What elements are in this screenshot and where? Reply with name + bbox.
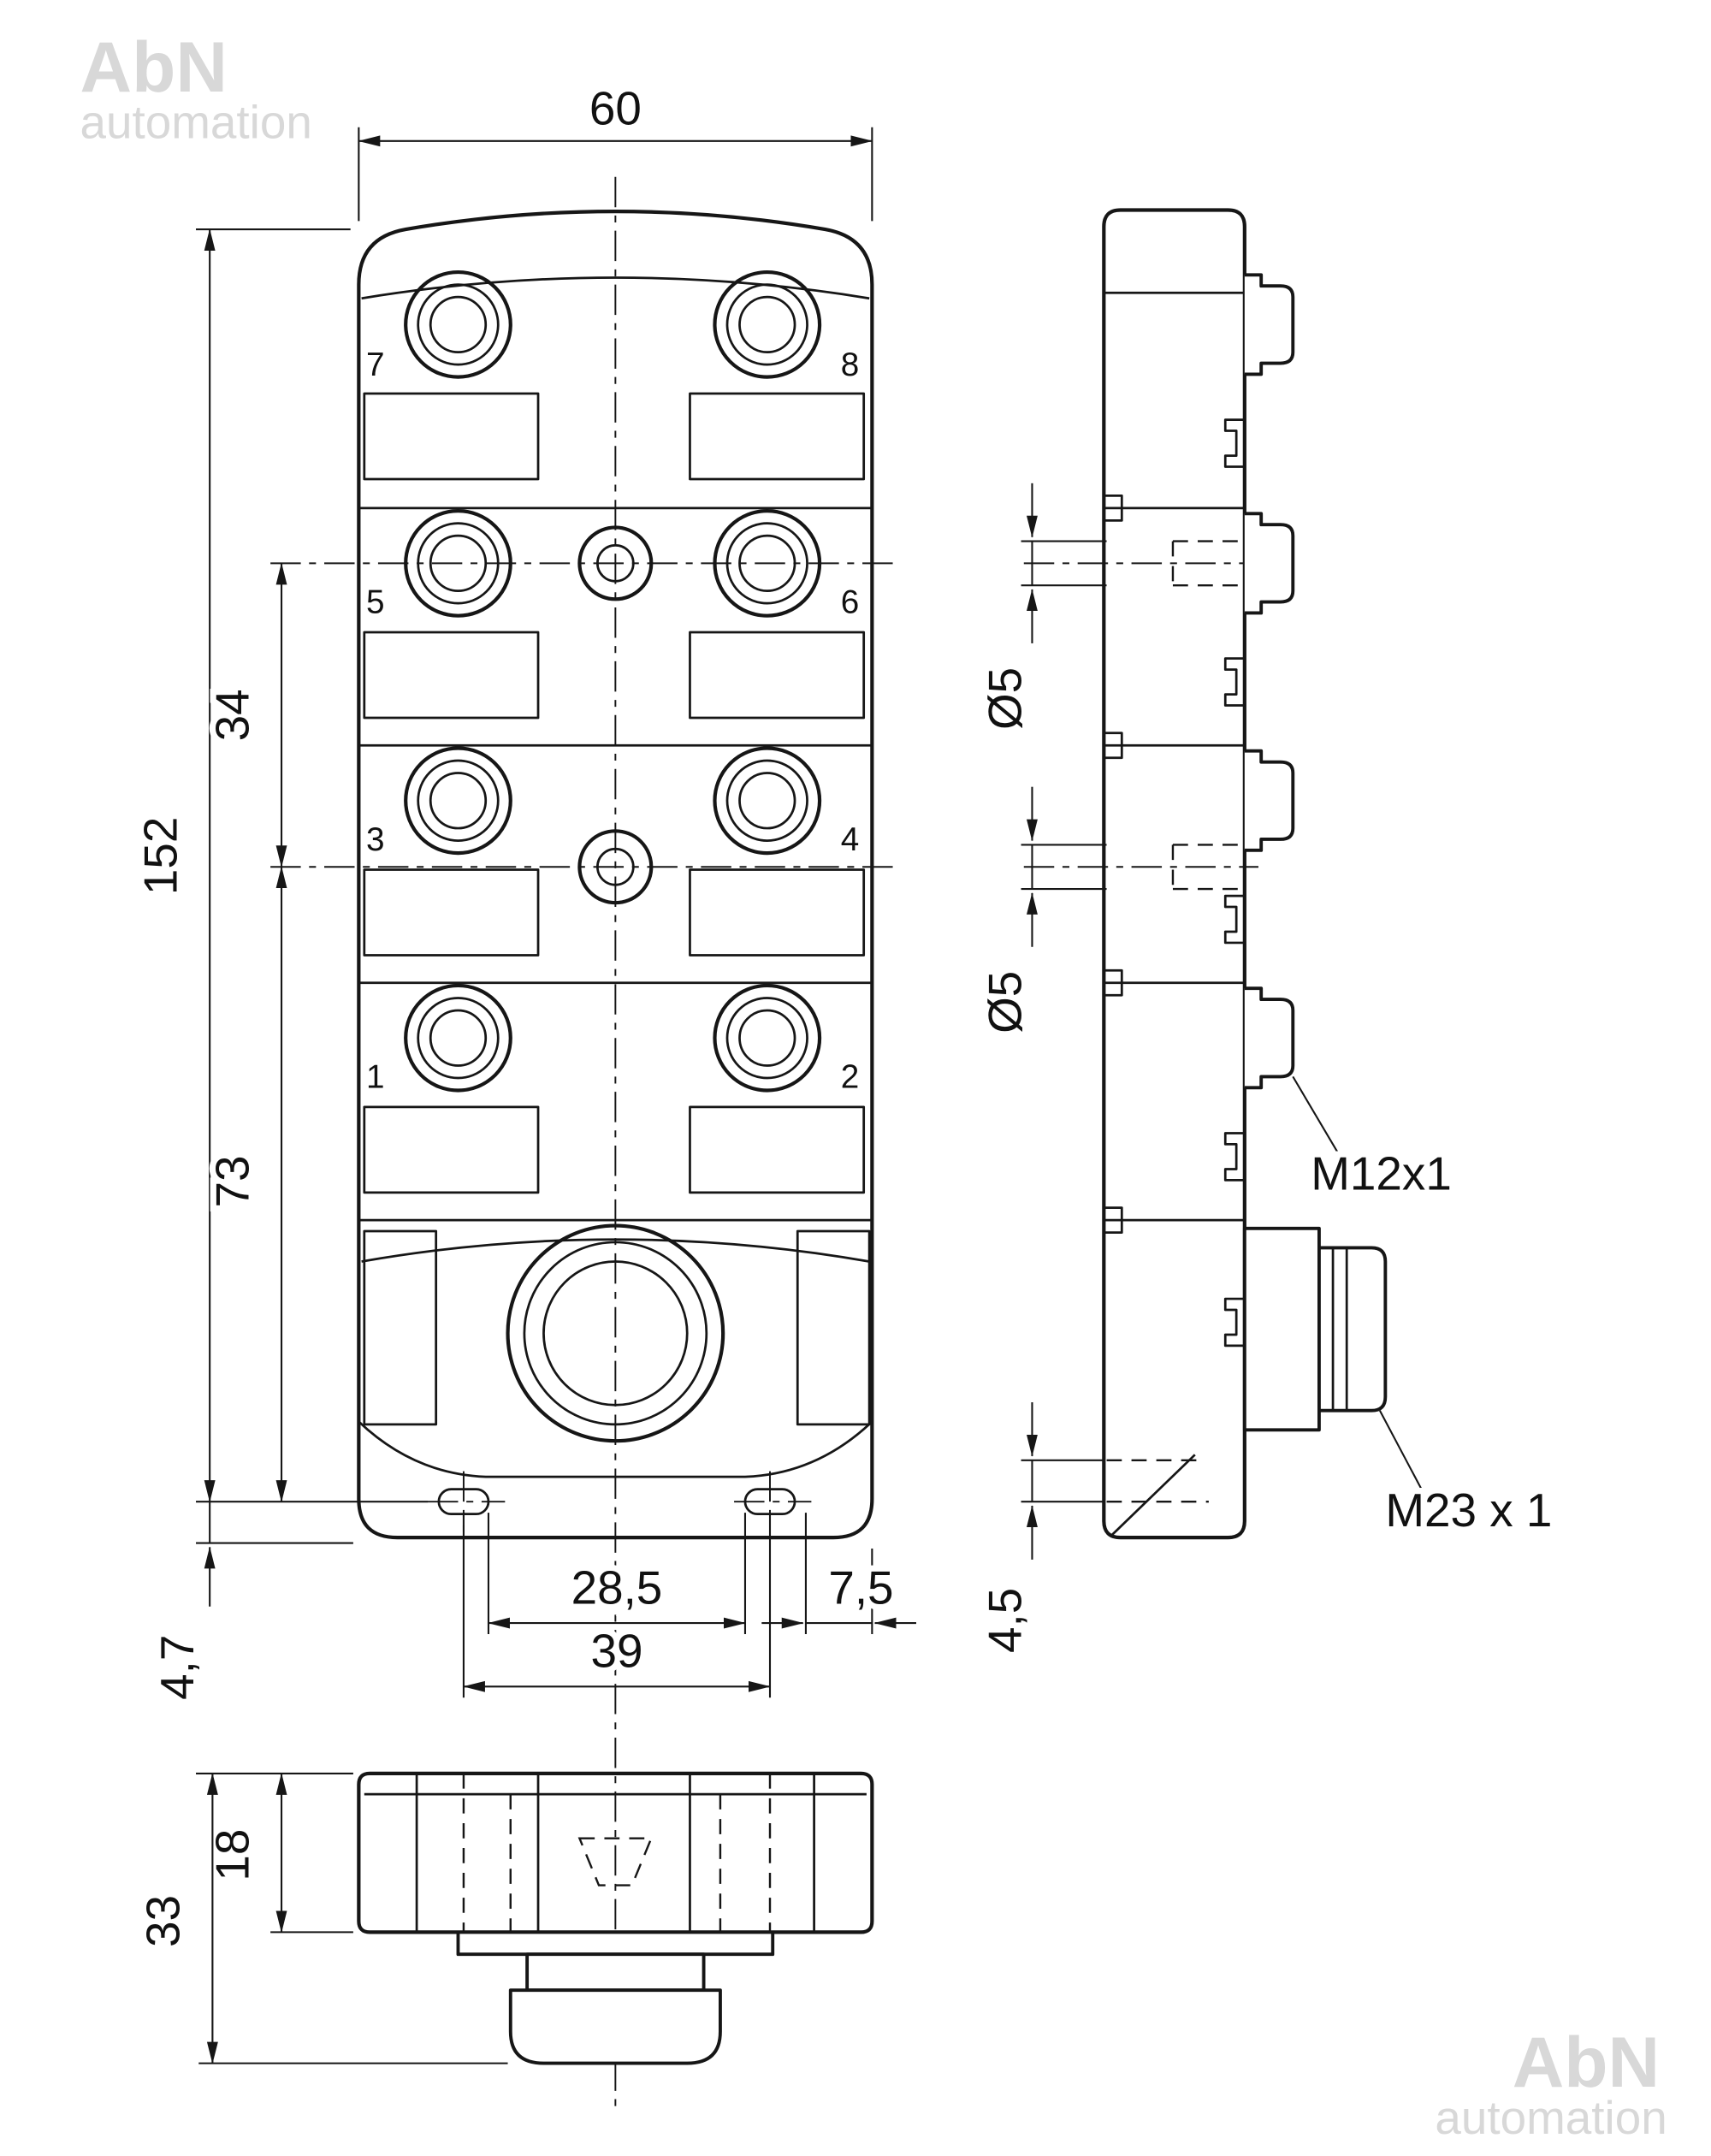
port-number-5: 5 xyxy=(366,583,385,620)
dim-height-label: 152 xyxy=(133,817,186,895)
m23-socket xyxy=(506,1223,725,1443)
dim-recess-depth-label: 4,5 xyxy=(979,1588,1032,1653)
front-dimensions: 60 152 34 73 4,7 28,5 7,5 39 xyxy=(127,75,916,1706)
port-number-3: 3 xyxy=(366,821,385,858)
side-bottom-recess xyxy=(1106,1454,1209,1536)
front-top-seam xyxy=(361,276,870,300)
dim-hole-dia-lower-label: Ø5 xyxy=(979,971,1032,1034)
module-separators xyxy=(358,506,873,1222)
bottom-view xyxy=(357,1771,874,2065)
dim-hole-dia-upper-label: Ø5 xyxy=(979,667,1032,730)
label-windows xyxy=(363,392,866,1194)
lower-side-windows xyxy=(363,1229,871,1426)
m12-port-8 xyxy=(713,270,822,379)
port-number-1: 1 xyxy=(366,1058,385,1095)
port-number-2: 2 xyxy=(841,1058,860,1095)
dim-hole-spacing-label: 34 xyxy=(205,689,258,741)
dim-slot-span-label: 39 xyxy=(590,1625,642,1678)
dim-slot-side-offset-label: 7,5 xyxy=(828,1561,893,1614)
m23-thread-cylinder xyxy=(1317,1246,1388,1413)
port-numbers: 7 8 5 6 3 4 1 2 xyxy=(366,346,859,1095)
m12-port-1 xyxy=(404,983,512,1093)
bottom-contour xyxy=(358,1420,873,1478)
side-m12-connectors xyxy=(1244,273,1295,1090)
watermark-brand-top: AbN xyxy=(80,27,228,107)
dim-body-depth-label: 18 xyxy=(205,1829,258,1881)
side-m23-connector xyxy=(1242,1226,1388,1432)
bottom-m23-connector xyxy=(456,1930,775,2065)
mounting-hole-upper xyxy=(577,525,654,601)
m12-port-7 xyxy=(404,270,512,379)
side-edge-notches xyxy=(1104,494,1123,1235)
mounting-clips xyxy=(1223,418,1245,1348)
mounting-hole-lower xyxy=(577,829,654,905)
front-view: 7 8 5 6 3 4 1 2 xyxy=(357,210,874,1540)
hidden-hole-upper xyxy=(1171,540,1245,587)
side-view xyxy=(1102,208,1388,1540)
front-body-outline xyxy=(357,210,874,1540)
dim-overall-depth-label: 33 xyxy=(137,1895,190,1947)
watermark-sub-bottom: automation xyxy=(1435,2091,1667,2144)
port-number-7: 7 xyxy=(366,346,385,383)
dim-hole-to-slot-label: 73 xyxy=(205,1155,258,1207)
side-body-outline xyxy=(1102,208,1246,1540)
dim-slot-to-edge-label: 4,7 xyxy=(151,1635,204,1700)
m23-flange xyxy=(1242,1226,1321,1432)
watermark-brand-bottom: AbN xyxy=(1513,2022,1660,2102)
dim-slot-inner-span-label: 28,5 xyxy=(571,1561,663,1614)
hidden-hole-lower xyxy=(1171,844,1245,891)
m12-port-2 xyxy=(713,983,822,1093)
side-module-separators xyxy=(1104,506,1245,1222)
watermark-bottom-right: AbN automation xyxy=(1435,2022,1667,2144)
port-number-4: 4 xyxy=(841,821,860,858)
watermark-sub-top: automation xyxy=(80,96,312,149)
label-m12-thread: M12x1 xyxy=(1311,1147,1452,1200)
port-number-6: 6 xyxy=(841,583,860,620)
bottom-body-outline xyxy=(357,1771,874,1934)
label-m23-thread: M23 x 1 xyxy=(1385,1484,1552,1537)
center-lines xyxy=(270,176,1258,2115)
port-number-8: 8 xyxy=(841,346,860,383)
m12-leader-line xyxy=(1292,1075,1348,1169)
m12-port-6 xyxy=(713,509,822,618)
m12-port-4 xyxy=(713,746,822,856)
bottom-dimensions: 18 33 xyxy=(130,1772,508,2064)
bottom-projection-lines xyxy=(415,1773,815,1933)
m12-port-3 xyxy=(404,746,512,856)
m23-leader-line xyxy=(1378,1410,1430,1505)
side-dimensions: Ø5 Ø5 4,5 M12x1 M23 x 1 xyxy=(972,483,1559,1659)
dim-width-label: 60 xyxy=(589,81,642,134)
m12-port-5 xyxy=(404,509,512,618)
watermark-top-left: AbN automation xyxy=(80,27,312,149)
